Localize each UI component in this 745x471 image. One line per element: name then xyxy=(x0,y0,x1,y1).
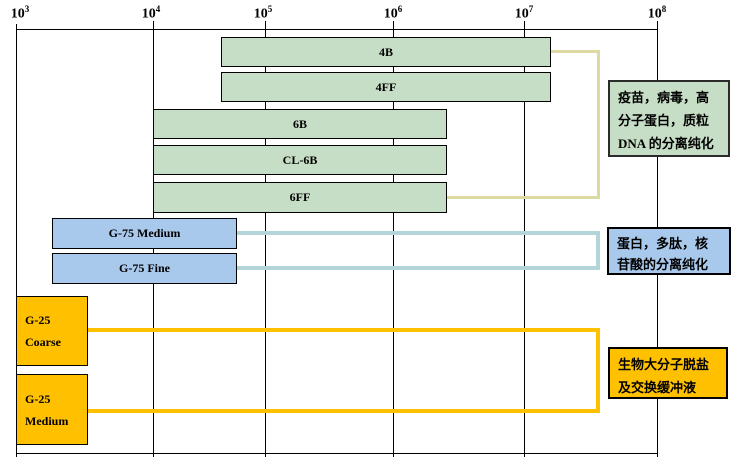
bar-cl6b-label: CL-6B xyxy=(282,152,318,167)
bar-cl6b: CL-6B xyxy=(153,145,447,175)
gridline-10e7 xyxy=(524,21,525,457)
bar-6ff: 6FF xyxy=(153,182,447,213)
axis-label-10e7: 107 xyxy=(514,4,534,22)
note-protein-peptide: 蛋白，多肽，核 苷酸的分离纯化 xyxy=(607,227,731,275)
gridline-10e6 xyxy=(393,21,394,457)
bar-g25-coarse-line1: G-25 xyxy=(25,313,51,327)
note-protein-peptide-line2: 苷酸的分离纯化 xyxy=(617,257,709,272)
bar-g25-coarse: G-25 Coarse xyxy=(16,296,88,366)
bracket-g25-vertical xyxy=(596,328,600,413)
note-protein-peptide-line1: 蛋白，多肽，核 xyxy=(617,236,709,251)
bar-6b-label: 6B xyxy=(292,116,307,131)
bar-g75-fine: G-75 Fine xyxy=(52,253,237,284)
bar-4ff: 4FF xyxy=(221,72,551,102)
chart-top-border xyxy=(16,29,657,30)
bar-4ff-label: 4FF xyxy=(375,79,397,94)
bar-g25-coarse-line2: Coarse xyxy=(25,335,61,349)
bracket-sepharose-top xyxy=(550,50,600,53)
bracket-sepharose-vertical xyxy=(597,50,600,199)
axis-label-10e5: 105 xyxy=(253,4,273,22)
bar-4b: 4B xyxy=(221,37,551,67)
gridline-10e5 xyxy=(265,21,266,457)
axis-label-10e3: 103 xyxy=(10,4,30,22)
note-vaccine-virus-line3: DNA 的分离纯化 xyxy=(618,136,714,151)
bracket-g75-vertical xyxy=(596,231,600,270)
note-desalting-line2: 及交换缓冲液 xyxy=(618,380,697,395)
bar-g75-fine-label: G-75 Fine xyxy=(119,261,170,275)
note-desalting: 生物大分子脱盐 及交换缓冲液 xyxy=(608,347,728,399)
bar-g25-medium: G-25 Medium xyxy=(16,374,88,445)
bar-g25-medium-line2: Medium xyxy=(25,413,69,428)
bracket-sepharose-bottom xyxy=(447,196,600,199)
chart-bottom-border xyxy=(16,453,657,454)
axis-label-10e8: 108 xyxy=(647,4,667,22)
bracket-g75-bottom xyxy=(237,266,600,270)
bar-g75-medium-label: G-75 Medium xyxy=(108,226,181,240)
axis-label-10e4: 104 xyxy=(141,4,161,22)
axis-label-10e6: 106 xyxy=(383,4,403,22)
note-vaccine-virus: 疫苗，病毒，高 分子蛋白，质粒 DNA 的分离纯化 xyxy=(608,80,730,157)
gridline-10e3 xyxy=(16,24,17,457)
bar-6ff-label: 6FF xyxy=(289,190,311,204)
bar-6b: 6B xyxy=(153,109,447,139)
bracket-g75-top xyxy=(237,231,600,235)
bracket-g25-bottom xyxy=(88,409,600,413)
note-desalting-line1: 生物大分子脱盐 xyxy=(618,357,710,372)
bar-4b-label: 4B xyxy=(378,44,393,59)
bracket-g25-top xyxy=(88,328,600,332)
note-vaccine-virus-line2: 分子蛋白，质粒 xyxy=(618,113,710,128)
note-vaccine-virus-line1: 疫苗，病毒，高 xyxy=(618,90,710,105)
bar-g75-medium: G-75 Medium xyxy=(52,218,237,249)
bar-g25-medium-line1: G-25 xyxy=(25,391,51,406)
